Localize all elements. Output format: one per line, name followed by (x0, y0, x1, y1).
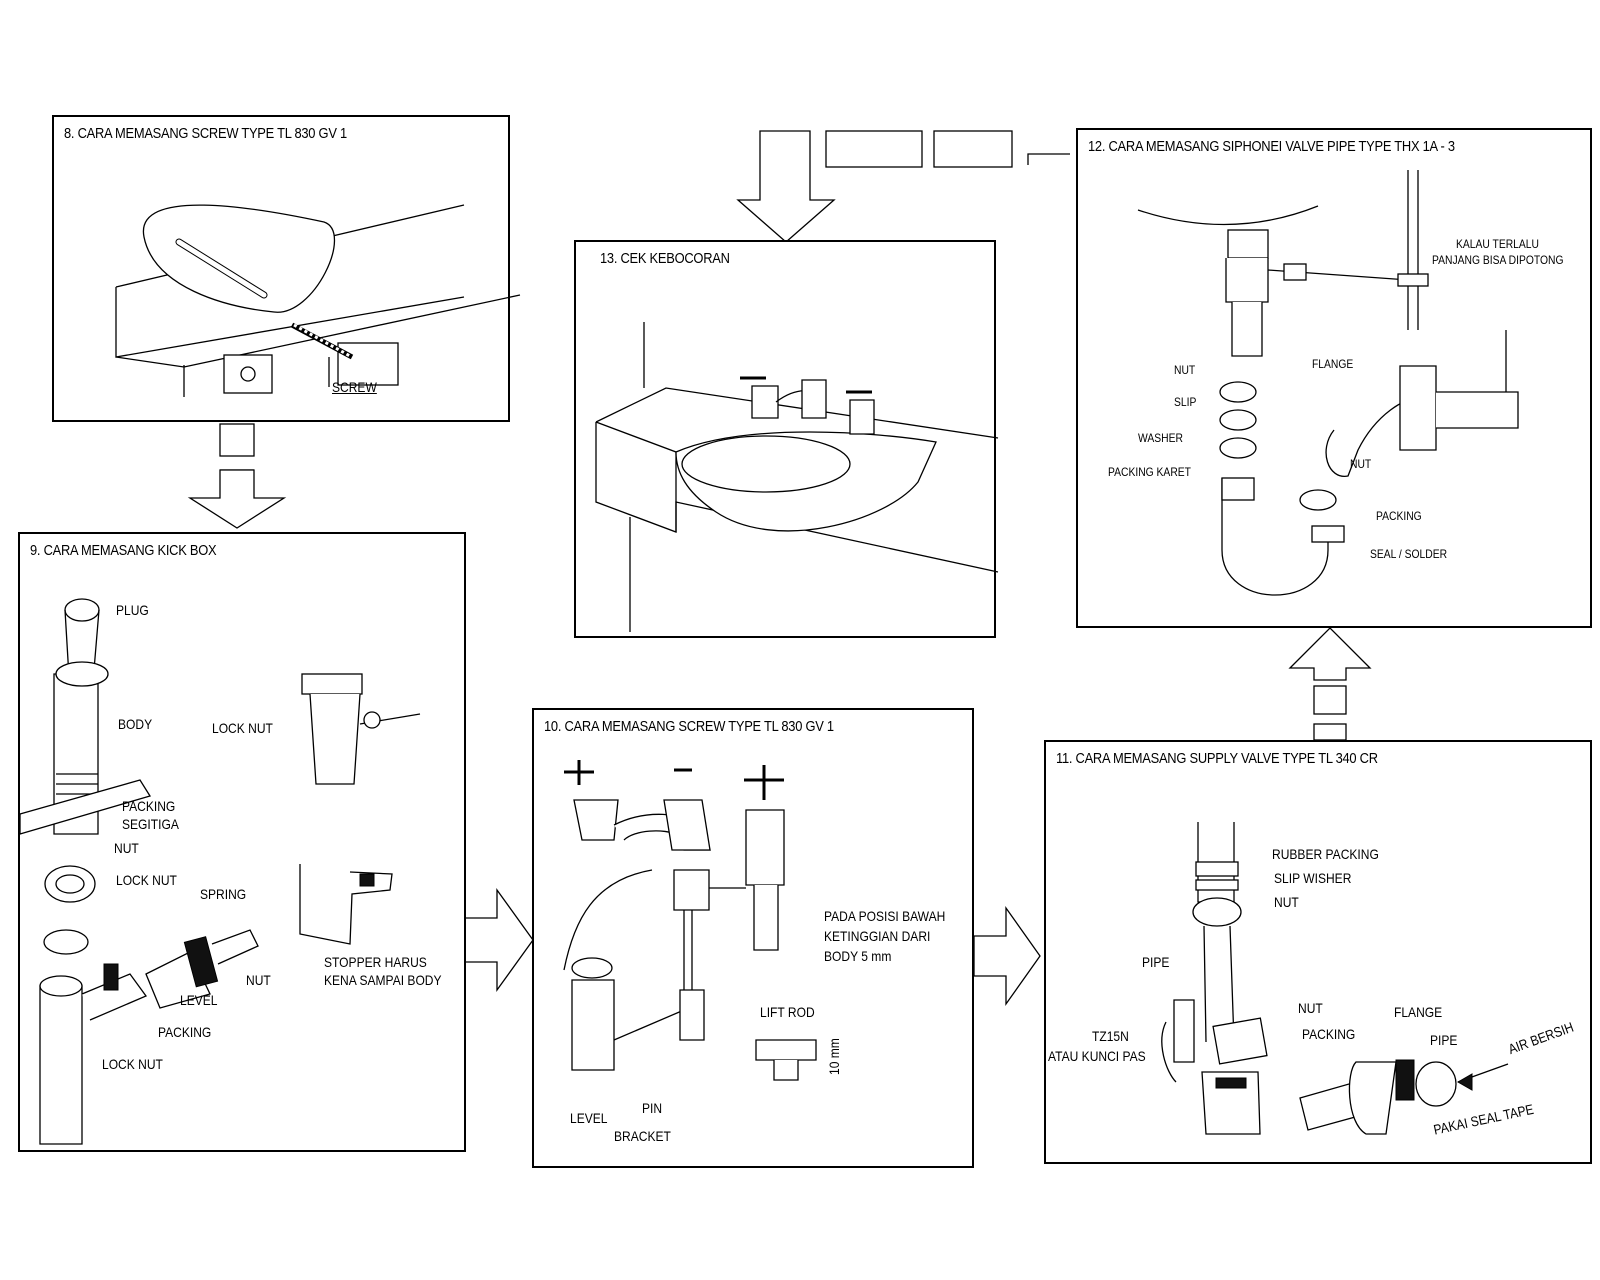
panel-11: 11. CARA MEMASANG SUPPLY VALVE TYPE TL 3… (1044, 740, 1592, 1164)
packing-label-12: PACKING (1376, 509, 1422, 523)
panel-8: 8. CARA MEMASANG SCREW TYPE TL 830 GV 1 … (52, 115, 521, 422)
panel-10-title: 10. CARA MEMASANG SCREW TYPE TL 830 GV 1 (544, 718, 834, 735)
posisi-label-3: BODY 5 mm (824, 948, 892, 964)
panel-12: 12. CARA MEMASANG SIPHONEI VALVE PIPE TY… (1076, 128, 1592, 628)
slip-label: SLIP (1174, 395, 1197, 409)
pin-label: PIN (642, 1100, 663, 1116)
spring-label: SPRING (200, 886, 247, 902)
panel-13: 13. CEK KEBOCORAN (574, 240, 999, 638)
packing-label: PACKING (158, 1024, 212, 1040)
lock-nut-label-1: LOCK NUT (116, 872, 177, 888)
plug-label: PLUG (116, 602, 149, 618)
nut-label: NUT (114, 840, 139, 856)
pipe-label-11: PIPE (1142, 954, 1170, 970)
screw-label: SCREW (332, 379, 377, 395)
stopper-label-2: KENA SAMPAI BODY (324, 972, 442, 988)
kalau-label-2: PANJANG BISA DIPOTONG (1432, 253, 1564, 267)
packing-label-11: PACKING (1302, 1026, 1356, 1042)
arrow-11-to-12 (1288, 627, 1372, 741)
panel-12-title: 12. CARA MEMASANG SIPHONEI VALVE PIPE TY… (1088, 138, 1455, 155)
level-label-10: LEVEL (570, 1110, 608, 1126)
panel-13-title: 13. CEK KEBOCORAN (600, 250, 730, 267)
kick-box-illustration (19, 598, 421, 1145)
panel-10: 10. CARA MEMASANG SCREW TYPE TL 830 GV 1… (532, 708, 974, 1168)
packing-segitiga-label-2: SEGITIGA (122, 816, 179, 832)
supply-valve-illustration (1161, 822, 1509, 1135)
sink-leak-check-illustration (595, 322, 999, 632)
arrow-9-to-10 (464, 887, 534, 993)
slip-wisher-label: SLIP WISHER (1274, 870, 1352, 886)
seal-solder-label: SEAL / SOLDER (1370, 547, 1448, 561)
ten-mm-label: 10 mm (826, 1038, 842, 1075)
siphon-valve-illustration (1137, 170, 1519, 596)
packing-segitiga-label-1: PACKING (122, 798, 176, 814)
nut-label-11: NUT (1274, 894, 1299, 910)
stopper-label-1: STOPPER HARUS (324, 954, 427, 970)
panel-11-title: 11. CARA MEMASANG SUPPLY VALVE TYPE TL 3… (1056, 750, 1378, 767)
level-label: LEVEL (180, 992, 218, 1008)
screw-install-illustration (115, 204, 521, 397)
nut-label-2: NUT (246, 972, 271, 988)
panel-9: 9. CARA MEMASANG KICK BOX PLUG (18, 532, 466, 1152)
kalau-label-1: KALAU TERLALU (1456, 237, 1539, 251)
tz15n-label: TZ15N (1092, 1028, 1129, 1044)
faucet-lift-rod-illustration (563, 760, 817, 1081)
lock-nut-top-label: LOCK NUT (212, 720, 273, 736)
panel-9-title: 9. CARA MEMASANG KICK BOX (30, 542, 217, 559)
posisi-label-1: PADA POSISI BAWAH (824, 908, 946, 924)
nut-label-12-2: NUT (1350, 457, 1372, 471)
arrow-12-to-13 (736, 130, 1070, 243)
body-label: BODY (118, 716, 153, 732)
arrow-10-to-11 (973, 905, 1041, 1007)
nut-label-12: NUT (1174, 363, 1196, 377)
flange-label-11: FLANGE (1394, 1004, 1443, 1020)
flange-label-12: FLANGE (1312, 357, 1354, 371)
washer-label: WASHER (1138, 431, 1183, 445)
bracket-label: BRACKET (614, 1128, 671, 1144)
nut-label-11-2: NUT (1298, 1000, 1323, 1016)
lift-rod-label: LIFT ROD (760, 1004, 815, 1020)
panel-8-title: 8. CARA MEMASANG SCREW TYPE TL 830 GV 1 (64, 125, 347, 142)
arrow-8-to-9 (187, 423, 287, 529)
posisi-label-2: KETINGGIAN DARI (824, 928, 931, 944)
packing-karet-label: PACKING KARET (1108, 465, 1191, 479)
kunci-label: ATAU KUNCI PAS (1048, 1048, 1146, 1064)
rubber-packing-label: RUBBER PACKING (1272, 846, 1379, 862)
lock-nut-label-2: LOCK NUT (102, 1056, 163, 1072)
pipe-label-11-2: PIPE (1430, 1032, 1458, 1048)
